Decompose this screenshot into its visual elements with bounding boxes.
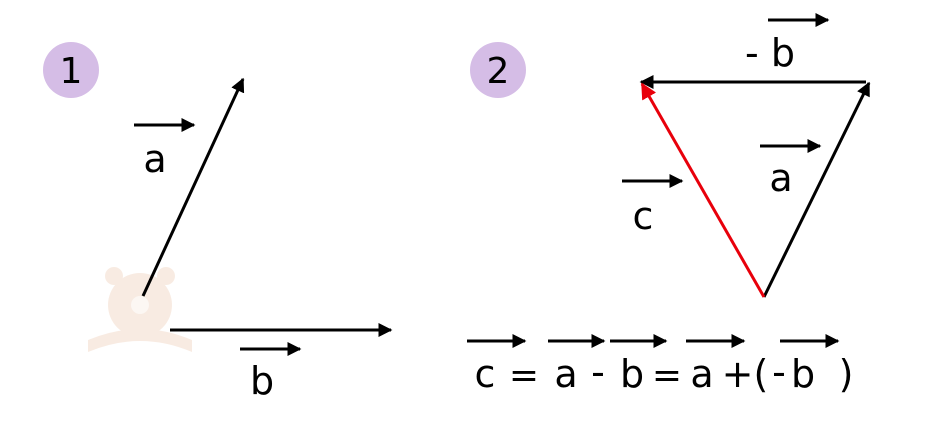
vector-a [762, 81, 871, 298]
label-c-text: c [633, 194, 654, 238]
formula-neg: - [772, 350, 786, 394]
formula-a-1: a [554, 352, 577, 396]
panel-number-badge [43, 42, 99, 98]
formula-plus-paren: +( [722, 352, 769, 396]
label-a-text: a [143, 137, 166, 181]
bear-book-icon [88, 267, 192, 352]
formula: c = a - b = a +( - b ) [467, 334, 854, 396]
label-a-text: a [769, 156, 792, 200]
label-b-text: b [250, 359, 274, 403]
label-neg-b-text: - b [745, 31, 795, 75]
label-a: a [134, 118, 196, 181]
panel-2: 2 - b a c [470, 13, 871, 298]
formula-eq-2: = [652, 355, 682, 396]
formula-eq-1: = [509, 355, 539, 396]
formula-b-1: b [620, 352, 644, 396]
panel-number: 1 [60, 51, 83, 92]
label-b: b [240, 342, 302, 403]
formula-c: c [475, 352, 496, 396]
vector-a [141, 77, 245, 297]
formula-close: ) [839, 352, 854, 396]
panel-number-badge [470, 42, 526, 98]
panel-number: 2 [487, 51, 510, 92]
formula-b-2: b [791, 352, 815, 396]
formula-a-2: a [690, 352, 713, 396]
formula-minus: - [591, 350, 605, 394]
vector-c-result [640, 82, 766, 298]
panel-1: 1 a b [43, 42, 393, 403]
label-c: c [622, 174, 684, 238]
label-a: a [760, 139, 822, 200]
label-neg-b: - b [745, 13, 830, 75]
